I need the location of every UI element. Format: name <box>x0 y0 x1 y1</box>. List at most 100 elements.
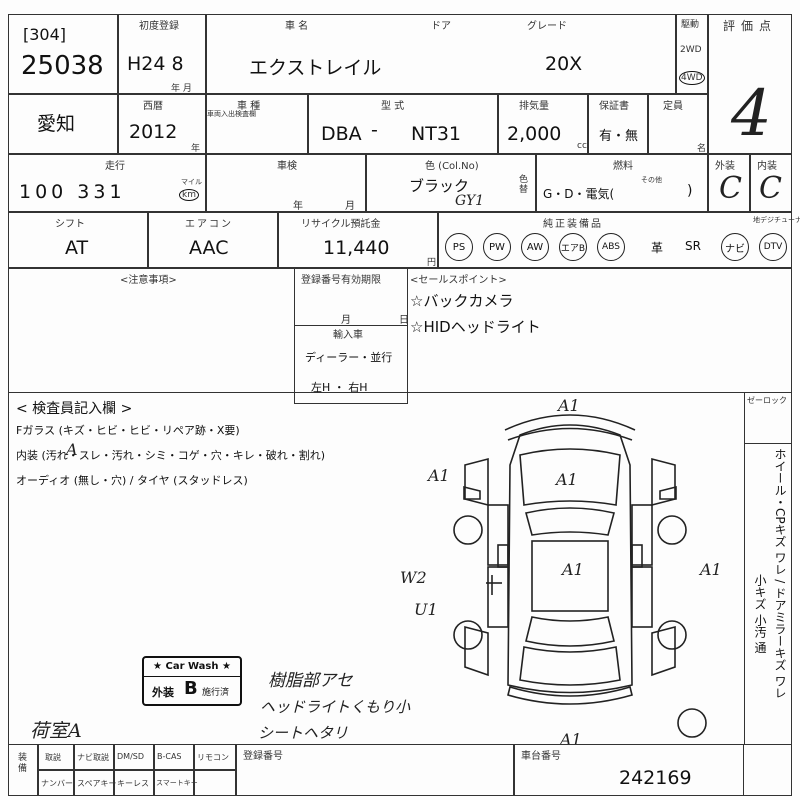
region-box: 愛知 <box>8 94 118 154</box>
recycle-box: リサイクル預託金 11,440 円 <box>278 212 438 268</box>
car-diagram <box>453 414 707 738</box>
recycle-label: リサイクル預託金 <box>301 219 381 230</box>
equip-navi: ナビ <box>721 233 749 261</box>
year-value: 2012 <box>129 121 178 143</box>
shift-box: シフト AT <box>8 212 148 268</box>
footer-smartkey: スマートキー <box>156 779 198 787</box>
model-sub: 車両入出検査欄 <box>207 110 256 118</box>
region: 愛知 <box>37 113 76 135</box>
footer-col-1: 取説 <box>45 753 61 762</box>
model-box: 車 種 車両入出検査欄 <box>206 94 308 154</box>
reg-day: 日 <box>399 315 409 326</box>
score-box: 評価点 4 <box>708 14 792 154</box>
ac-value: AAC <box>189 237 229 259</box>
fuel-box: 燃料 G・D・電気( その他 ) <box>536 154 708 212</box>
mark-hood: A1 <box>556 470 578 489</box>
fuel-options: G・D・電気( <box>543 187 615 201</box>
door-label: ドア <box>431 21 451 32</box>
fuel-close: ) <box>687 183 693 199</box>
type-dash: - <box>371 119 378 141</box>
inspection-box: 車検 年 月 <box>206 154 366 212</box>
mileage-unit-mile: マイル <box>181 178 202 186</box>
inspector-title: < 検査員記入欄 > <box>16 401 133 417</box>
mark-left-door: W2 <box>400 568 427 587</box>
car-wash-stamp: ★ Car Wash ★ 外装 B 施行済 <box>142 656 242 706</box>
footer-number: ナンバー <box>41 779 73 788</box>
footer-col-3: DM/SD <box>117 752 144 761</box>
sales-point-1: ☆バックカメラ <box>410 292 514 310</box>
equip-pw: PW <box>483 233 511 261</box>
equip-leather: 革 <box>651 241 664 255</box>
color-label: 色 (Col.No) <box>425 161 479 172</box>
mark-roof: A1 <box>562 560 584 579</box>
reg-month: 月 <box>341 315 351 326</box>
drive-4wd: 4WD <box>679 71 705 85</box>
mark-right: A1 <box>700 560 722 579</box>
footer-side: 装備 <box>8 744 38 796</box>
inspection-label: 車検 <box>277 161 297 172</box>
caution-label: <注意事項> <box>120 275 177 286</box>
drive-2wd: 2WD <box>680 45 702 55</box>
year-unit: 年 <box>191 144 201 154</box>
color-box: 色 (Col.No) ブラック GY1 色替 <box>366 154 536 212</box>
type-label: 型 式 <box>381 101 405 112</box>
stamp-title: ★ Car Wash ★ <box>144 658 240 677</box>
stamp-grade: B <box>184 678 198 699</box>
year-label: 西暦 <box>143 101 163 112</box>
lot-bracket: [304] <box>23 25 67 44</box>
import-label: 輸入車 <box>333 330 363 341</box>
recolor-label: 色替 <box>519 175 529 195</box>
inspection-month: 月 <box>345 201 355 212</box>
zero-label: ゼーロック <box>747 396 787 405</box>
color-code: GY1 <box>455 193 485 209</box>
inspector-line-2: 内装 (汚れ・スレ・汚れ・シミ・コゲ・穴・キレ・破れ・割れ) <box>16 449 326 462</box>
footer-spare: スペアキー <box>77 779 117 788</box>
exterior-box: 外装 C <box>708 154 750 212</box>
note-headlight: ヘッドライトくもり小 <box>260 698 411 716</box>
equip-ps: PS <box>445 233 473 261</box>
exterior-label: 外装 <box>715 161 735 172</box>
footer-col-2: ナビ取説 <box>77 753 109 762</box>
equip-sr: SR <box>685 239 701 253</box>
type-code: NT31 <box>411 123 461 145</box>
handle-value: 左H ・ 右H <box>311 381 368 394</box>
dtv-label: 地デジチューナー <box>753 216 800 224</box>
recycle-unit: 円 <box>427 258 437 268</box>
footer-keyless: キーレス <box>117 779 149 788</box>
reg-number-box: 登録番号 <box>236 744 514 796</box>
displacement-label: 排気量 <box>519 101 549 112</box>
equip-dtv: DTV <box>759 233 787 261</box>
mark-front-glass: A1 <box>558 396 580 415</box>
inspector-line-1: Fガラス (キズ・ヒビ・ヒビ・リペア跡・X要) <box>16 424 240 437</box>
chassis-number: 242169 <box>619 767 692 789</box>
displacement-unit: cc <box>577 141 587 151</box>
footer-grid: 取説 ナビ取説 DM/SD B-CAS リモコン ナンバー スペアキー キーレス… <box>38 744 236 796</box>
first-reg-label: 初度登録 <box>139 21 179 32</box>
model-label: 車 種 <box>237 101 261 112</box>
equip-airbag: エアB <box>559 233 587 261</box>
capacity-unit: 名 <box>697 144 707 154</box>
first-reg-box: 初度登録 H24 8 年 月 <box>118 14 206 94</box>
capacity-label: 定員 <box>663 101 683 112</box>
car-name-label: 車 名 <box>285 21 309 32</box>
sales-points-label: <セールスポイント> <box>410 275 507 286</box>
inspector-area <box>8 392 744 744</box>
equip-abs: ABS <box>597 233 625 261</box>
color-value: ブラック <box>409 177 470 195</box>
interior-box: 内装 C <box>750 154 792 212</box>
note-seat: シートヘタリ <box>258 724 349 742</box>
mileage-value: 100 331 <box>19 181 126 203</box>
shift-label: シフト <box>55 219 85 230</box>
grade-value: 20X <box>545 53 583 75</box>
equip-aw: AW <box>521 233 549 261</box>
displacement-value: 2,000 <box>507 123 562 145</box>
year-box: 西暦 2012 年 <box>118 94 206 154</box>
equipment-label: 純正装備品 <box>543 219 603 230</box>
first-reg-unit: 年 月 <box>171 84 192 94</box>
note-luggage: 荷室A <box>30 720 82 742</box>
warranty-box: 保証書 有・無 <box>588 94 648 154</box>
recycle-value: 11,440 <box>323 237 390 259</box>
warranty-label: 保証書 <box>599 101 629 112</box>
car-name: エクストレイル <box>249 57 382 79</box>
note-resin: 樹脂部アセ <box>268 671 353 691</box>
